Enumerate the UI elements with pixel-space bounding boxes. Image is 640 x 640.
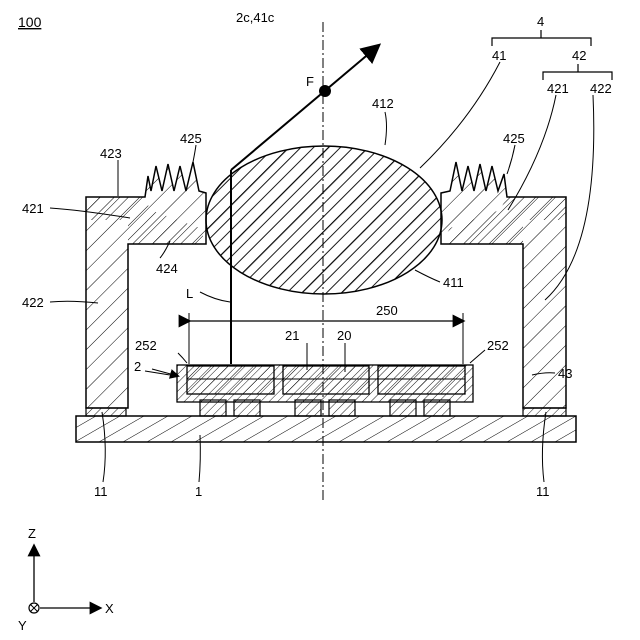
label-11-right: 11 (536, 484, 550, 499)
label-20: 20 (337, 328, 351, 343)
z-axis-label: Z (28, 526, 36, 541)
label-250: 250 (376, 303, 398, 318)
chip-left (187, 366, 274, 394)
lens-body (206, 146, 442, 294)
label-423: 423 (100, 146, 122, 161)
label-2: 2 (134, 359, 141, 374)
focal-point-dot (319, 85, 331, 97)
adhesive-left (86, 408, 126, 416)
adhesive-right (523, 408, 566, 416)
chip-right (378, 366, 465, 394)
electrode (200, 400, 226, 416)
label-11-left: 11 (94, 484, 108, 499)
electrode (329, 400, 355, 416)
label-1: 1 (195, 484, 202, 499)
label-4: 4 (537, 14, 544, 29)
label-252-right: 252 (487, 338, 509, 353)
label-421-left: 421 (22, 201, 44, 216)
label-43: 43 (558, 366, 572, 381)
bracket-4 (492, 30, 591, 46)
label-425-left: 425 (180, 131, 202, 146)
electrode (234, 400, 260, 416)
label-425-right: 425 (503, 131, 525, 146)
label-422-top: 422 (590, 81, 612, 96)
chip-center (283, 366, 369, 394)
label-21: 21 (285, 328, 299, 343)
label-252-left: 252 (135, 338, 157, 353)
focal-point-label: F (306, 74, 314, 89)
label-421-top: 421 (547, 81, 569, 96)
label-L: L (186, 286, 193, 301)
electrode (295, 400, 321, 416)
electrode (390, 400, 416, 416)
label-axis: 2c,41c (236, 10, 275, 25)
label-42: 42 (572, 48, 586, 63)
bracket-42 (543, 64, 612, 80)
electrode (424, 400, 450, 416)
label-422-left: 422 (22, 295, 44, 310)
label-424: 424 (156, 261, 178, 276)
label-412: 412 (372, 96, 394, 111)
substrate-board (76, 416, 576, 442)
figure-number: 100 (18, 14, 42, 30)
x-axis-label: X (105, 601, 114, 616)
label-41: 41 (492, 48, 506, 63)
y-axis-label: Y (18, 618, 27, 633)
label-411: 411 (443, 275, 464, 290)
